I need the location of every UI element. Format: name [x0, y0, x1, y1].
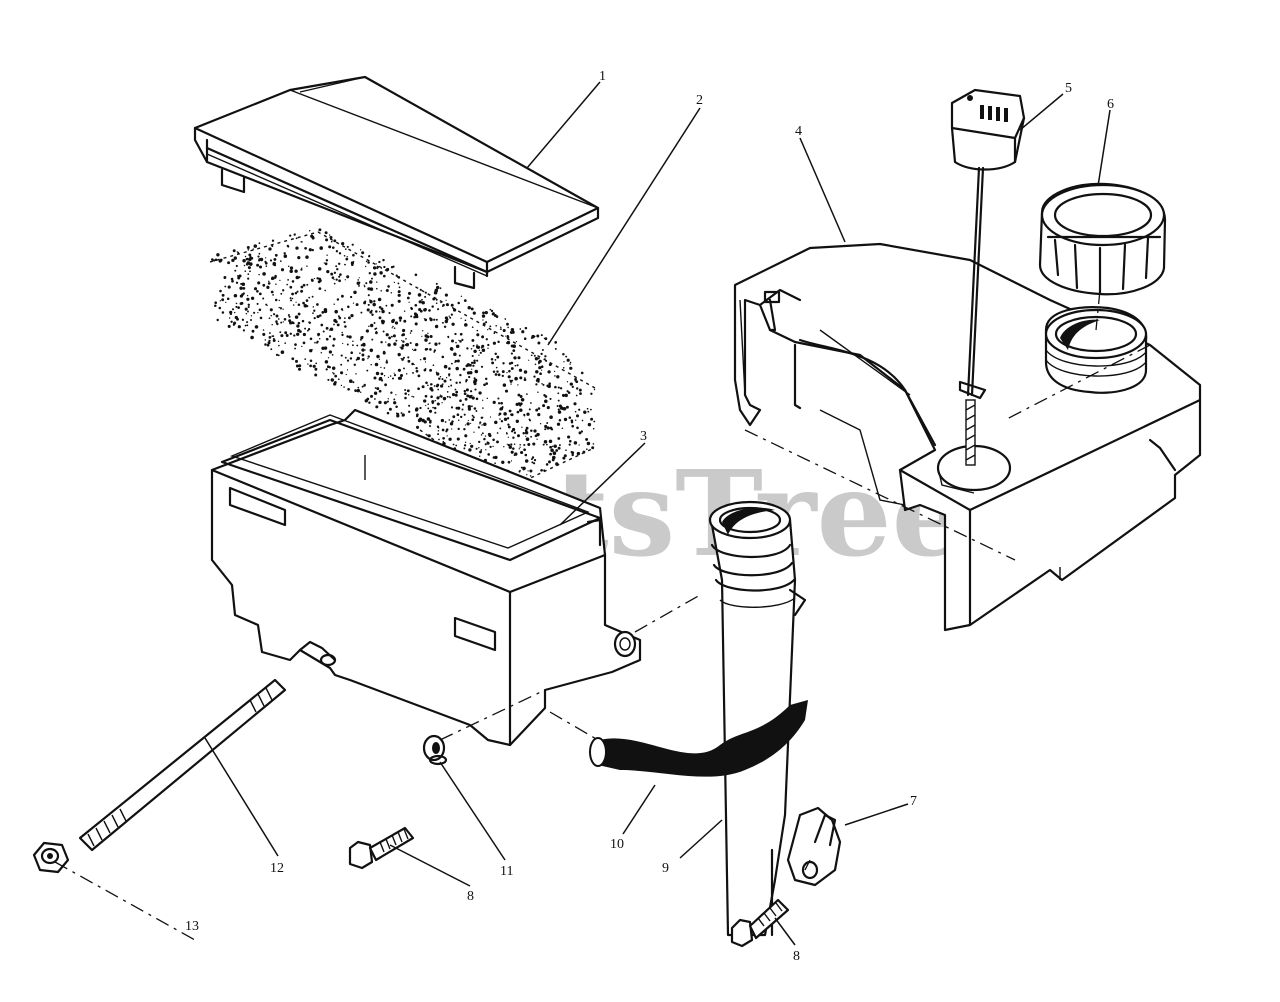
callout-4: 4 — [795, 124, 802, 139]
callout-7: 7 — [910, 794, 917, 809]
callout-1: 1 — [599, 69, 606, 84]
part-filler-neck — [1044, 306, 1148, 394]
callout-13: 13 — [185, 919, 199, 934]
part-filler-tube — [708, 500, 842, 937]
part-foam-filter — [209, 228, 596, 491]
callout-8-left: 8 — [467, 889, 474, 904]
part-bolt-left — [348, 826, 415, 870]
part-long-stud — [78, 678, 287, 852]
callout-12: 12 — [270, 861, 284, 876]
callout-9: 9 — [662, 861, 669, 876]
callout-labels: 1 2 3 4 5 6 7 8 9 10 11 12 13 8 — [185, 69, 1114, 964]
callout-2: 2 — [696, 93, 703, 108]
part-air-filter-cover — [193, 75, 600, 290]
callout-5: 5 — [1065, 81, 1072, 96]
part-dipstick — [950, 88, 1026, 466]
callout-6: 6 — [1107, 97, 1114, 112]
part-washer — [422, 734, 448, 766]
callout-3: 3 — [640, 429, 647, 444]
part-hose — [589, 700, 808, 777]
part-fuel-cap — [1038, 182, 1167, 296]
part-nut — [32, 841, 70, 874]
assembly-centerlines — [54, 289, 1151, 941]
callout-10: 10 — [610, 837, 624, 852]
callout-8-bottom: 8 — [793, 949, 800, 964]
callout-11: 11 — [500, 864, 513, 879]
part-bolt-bottom — [730, 898, 790, 948]
part-air-filter-base — [210, 408, 642, 747]
leader-lines — [204, 81, 1111, 946]
